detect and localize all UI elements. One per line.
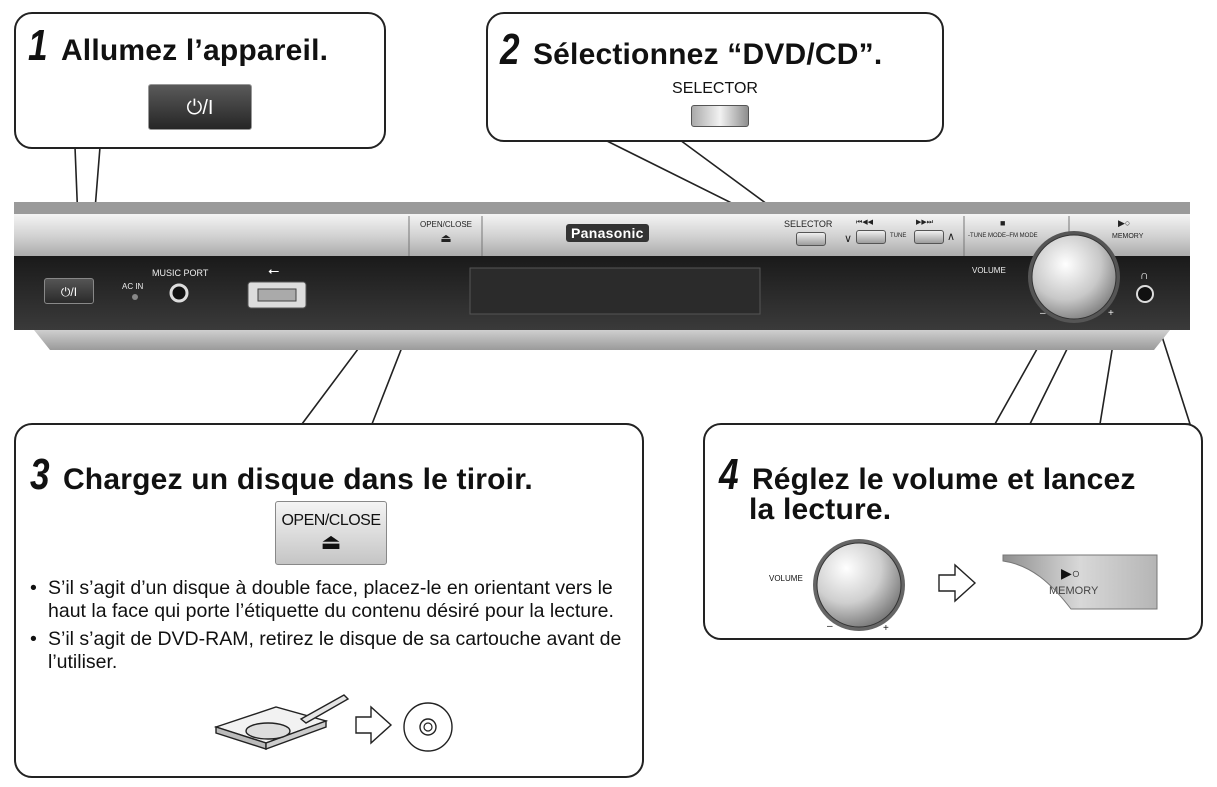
volume-plus: + — [1108, 308, 1114, 319]
note-dvd-ram: S’il s’agit de DVD-RAM, retirez le disqu… — [26, 628, 636, 674]
memory-label[interactable]: MEMORY — [1112, 233, 1144, 240]
open-close-label: OPEN/CLOSE — [419, 220, 472, 229]
volume-label: VOLUME — [972, 266, 1006, 275]
up-arrow-icon: ∧ — [947, 231, 956, 243]
step2-selector-caption: SELECTOR — [672, 80, 758, 97]
usb-icon: ⭠ — [268, 262, 280, 278]
step4-volume-label: VOLUME — [769, 574, 803, 583]
step1-callout: 1 Allumez l’appareil. ⏻/I — [14, 12, 386, 149]
step2-title: Sélectionnez “DVD/CD”. — [532, 38, 883, 71]
step4-memory-label: MEMORY — [1049, 585, 1099, 597]
volume-minus: – — [1040, 308, 1046, 319]
panasonic-logo: Panasonic — [566, 224, 649, 242]
arrow-right-icon — [938, 563, 977, 603]
step3-notes: S’il s’agit d’un disque à double face, p… — [26, 577, 636, 679]
selector-button[interactable] — [796, 232, 826, 246]
step4-title-line1: Réglez le volume et lancez — [751, 463, 1136, 496]
down-arrow-icon: ∨ — [844, 233, 853, 245]
headphone-icon: ∩ — [1140, 268, 1149, 282]
step1-heading: 1 Allumez l’appareil. — [28, 24, 328, 68]
next-icon: ▶▶⏭ — [916, 219, 934, 226]
ac-in-label: AC IN — [122, 282, 144, 291]
step1-number: 1 — [28, 21, 48, 70]
step1-title: Allumez l’appareil. — [60, 34, 329, 67]
step3-callout: 3 Chargez un disque dans le tiroir. OPEN… — [14, 423, 644, 778]
music-port-label: MUSIC PORT — [152, 268, 209, 278]
step4-play-icon: ▶○ — [1061, 565, 1081, 581]
step4-heading: 4 Réglez le volume et lancez la lecture. — [719, 453, 1136, 527]
step3-open-close-button[interactable]: OPEN/CLOSE ⏏ — [275, 501, 387, 565]
step3-eject-icon: ⏏ — [320, 529, 342, 554]
step2-selector-button[interactable] — [691, 105, 749, 127]
next-button[interactable] — [914, 230, 944, 244]
step1-power-button[interactable]: ⏻/I — [148, 84, 252, 130]
prev-button[interactable] — [856, 230, 886, 244]
power-button[interactable]: ⏻/I — [44, 278, 94, 304]
step4-title-line2: la lecture. — [749, 493, 892, 526]
step2-callout: 2 Sélectionnez “DVD/CD”. SELECTOR — [486, 12, 944, 142]
step4-callout: 4 Réglez le volume et lancez la lecture.… — [703, 423, 1203, 640]
step4-volume-minus: – — [827, 621, 833, 632]
selector-label: SELECTOR — [784, 219, 833, 229]
step3-title: Chargez un disque dans le tiroir. — [62, 463, 533, 496]
stop-icon: ■ — [1000, 218, 1006, 228]
step3-number: 3 — [30, 450, 50, 499]
note-double-sided: S’il s’agit d’un disque à double face, p… — [26, 577, 636, 623]
step2-number: 2 — [500, 25, 520, 74]
eject-icon: ⏏ — [440, 231, 452, 245]
tune-mode-label[interactable]: -TUNE MODE–FM MODE — [968, 233, 1038, 239]
step4-volume-plus: + — [883, 623, 889, 634]
volume-knob[interactable] — [1032, 235, 1116, 319]
step2-heading: 2 Sélectionnez “DVD/CD”. — [500, 28, 882, 72]
prev-icon: ⏮◀◀ — [856, 219, 874, 226]
tune-label: TUNE — [890, 233, 907, 239]
step4-volume-knob[interactable] — [809, 535, 909, 635]
step4-number: 4 — [719, 450, 739, 499]
play-icon: ▶○ — [1118, 218, 1131, 228]
device-front-panel: ⏻/I AC IN MUSIC PORT ⭠ OPEN/CLOSE ⏏ Pana… — [14, 202, 1190, 352]
step4-memory-button[interactable] — [1001, 553, 1161, 611]
step3-heading: 3 Chargez un disque dans le tiroir. — [30, 453, 533, 497]
step3-open-close-label: OPEN/CLOSE — [281, 512, 381, 529]
cartridge-to-disc-illustration — [213, 694, 453, 752]
